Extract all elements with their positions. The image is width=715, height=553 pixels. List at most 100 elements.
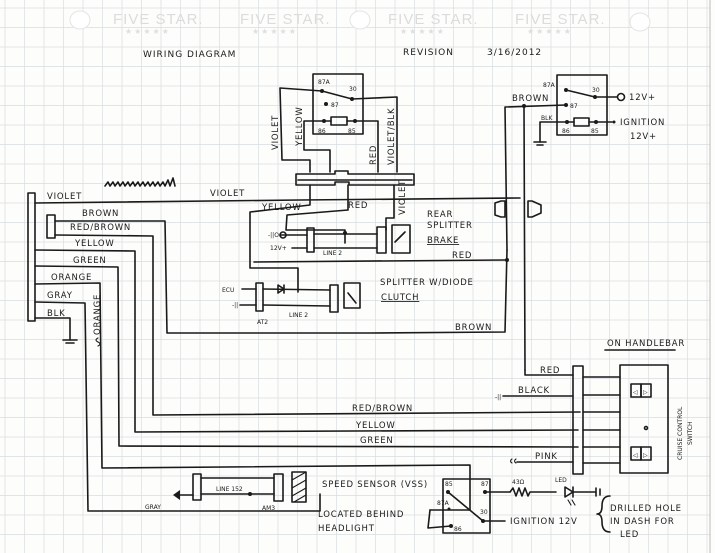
led-relay: 85 87 87A 30 86 43Ω LED IGNITION 12V DRI… xyxy=(427,477,682,540)
ground-symbol: -|| xyxy=(232,302,238,309)
note-line-1: DRILLED HOLE xyxy=(610,504,682,514)
pin-label: 87 xyxy=(481,481,489,488)
label-ignition: IGNITION xyxy=(620,118,665,128)
sensor-hatch xyxy=(291,471,307,503)
pin-label: 87 xyxy=(331,102,339,109)
ground-symbol: -|| xyxy=(495,394,501,401)
pin-label: 30 xyxy=(592,87,600,94)
brand-text: FIVE STAR. xyxy=(113,11,204,28)
wire-label-green: GREEN xyxy=(73,256,107,266)
wire-label-red: RED xyxy=(369,145,379,165)
brand-stars: ★★★★★ xyxy=(527,27,573,36)
brake-title-3: BRAKE xyxy=(427,236,459,246)
indicator-dot xyxy=(643,425,649,431)
wire-label-red: RED xyxy=(540,366,560,376)
wire-label-brown: BROWN xyxy=(82,209,119,219)
brace xyxy=(596,495,611,533)
pin-label: 86 xyxy=(318,128,326,135)
wire-label-black: BLACK xyxy=(518,386,550,396)
terminal-12v xyxy=(616,92,626,102)
arrow-icon xyxy=(173,490,180,500)
pin-label: 87A xyxy=(318,79,331,86)
connector-am3 xyxy=(273,473,284,502)
am3-label: AM3 xyxy=(262,505,275,512)
wire-label-yellow: YELLOW xyxy=(74,239,115,249)
arrow-right-icon: ▷ xyxy=(643,389,648,396)
diode-icon xyxy=(277,284,285,294)
wire-label-violet-blk: VIOLET/BLK xyxy=(387,108,397,165)
wire-label-orange-vertical: ORANGE xyxy=(93,294,103,335)
clutch-switch-body xyxy=(343,282,361,309)
brand-text: FIVE STAR. xyxy=(388,11,479,28)
resistor-label: 43Ω xyxy=(512,479,525,486)
clutch-title-2: CLUTCH xyxy=(381,293,419,303)
pin-label: 87A xyxy=(543,82,556,89)
inline-connectors xyxy=(494,200,542,218)
connector xyxy=(306,227,315,253)
pin-label: 30 xyxy=(480,509,488,516)
relay-top-center: 87A 30 87 86 85 VIOLET YELLOW RED VIOLET… xyxy=(271,73,398,173)
brand-stars: ★★★★★ xyxy=(252,27,298,36)
pin-label: 87A xyxy=(437,500,450,507)
left-harness: VIOLET VIOLET BROWN BROWN RED/BROWN YELL… xyxy=(27,177,581,512)
connector xyxy=(192,473,202,501)
note-line-3: LED xyxy=(620,530,639,540)
pin-label: 86 xyxy=(454,526,462,533)
pin-label: 85 xyxy=(445,481,453,488)
wire-label-violet: VIOLET xyxy=(271,115,281,150)
brand-text: FIVE STAR. xyxy=(240,11,331,28)
clutch-title-1: SPLITTER W/DIODE xyxy=(380,278,474,288)
pin-label: 86 xyxy=(562,128,570,135)
wire-break xyxy=(95,337,101,347)
led-light-icon xyxy=(567,499,576,506)
power-label: 12V+ xyxy=(270,245,287,252)
relay-coil xyxy=(330,116,348,126)
wire-label-gray: GRAY xyxy=(47,291,73,301)
brake-title-2: SPLITTER xyxy=(427,221,473,231)
wire-label-red-brown: RED/BROWN xyxy=(352,404,413,414)
brake-title-1: REAR xyxy=(427,210,453,220)
button-right xyxy=(640,383,652,398)
relay-body xyxy=(442,478,491,534)
wire-break xyxy=(509,458,517,464)
ground-symbol: -||O xyxy=(268,232,279,239)
harness-connector-small xyxy=(46,214,56,239)
line-label: LINE 2 xyxy=(323,250,342,257)
wire-label-brown-long: BROWN xyxy=(455,323,492,333)
wire-label-gray: GRAY xyxy=(145,504,161,511)
handlebar-title: ON HANDLEBAR xyxy=(607,339,685,349)
ecu-label: ECU xyxy=(222,287,234,294)
label-ignition-12v: 12V+ xyxy=(630,132,657,142)
revision-date: 3/16/2012 xyxy=(487,48,542,58)
arrow-right-icon: ▷ xyxy=(643,452,648,459)
label-12v: 12V+ xyxy=(629,93,656,103)
wire-label-yellow: YELLOW xyxy=(261,203,302,213)
wire-label-brown: BROWN xyxy=(512,94,549,104)
diagram-title: WIRING DIAGRAM xyxy=(143,50,236,60)
brake-switch: -||O 12V+ LINE 2 REAR SPLITTER BRAKE xyxy=(268,210,473,257)
button-right xyxy=(640,446,652,461)
wire-label-violet-vertical: VIOLET xyxy=(398,180,408,215)
revision-label: REVISION xyxy=(403,48,454,58)
wire-squiggle xyxy=(104,177,176,187)
harness-connector-main xyxy=(27,192,36,322)
relay-top-right: 87A 30 87 86 85 BLK 12V+ IGNITION 12V+ B… xyxy=(504,74,665,371)
handlebar-section: ON HANDLEBAR ◁ ▷ ◁ ▷ CRUISE CONTROL SWIT… xyxy=(352,339,694,475)
switch-label-1: CRUISE CONTROL xyxy=(677,406,684,460)
resistor-icon xyxy=(509,487,557,497)
connector-at2 xyxy=(255,282,264,312)
ignition-label: IGNITION 12V xyxy=(510,517,578,527)
pin-label: 85 xyxy=(591,128,599,135)
connector xyxy=(329,284,339,313)
pin-label: 87 xyxy=(570,103,578,110)
arrow-left-icon: ◁ xyxy=(633,452,638,459)
wire-label-red-long: RED xyxy=(452,251,472,261)
wire-label-violet: VIOLET xyxy=(47,192,82,202)
brake-switch-body xyxy=(391,224,411,254)
binder-holes xyxy=(69,10,651,32)
wire-label-red: RED xyxy=(348,201,368,211)
arrow-left-icon: ◁ xyxy=(633,389,638,396)
binder-hole xyxy=(349,10,371,30)
